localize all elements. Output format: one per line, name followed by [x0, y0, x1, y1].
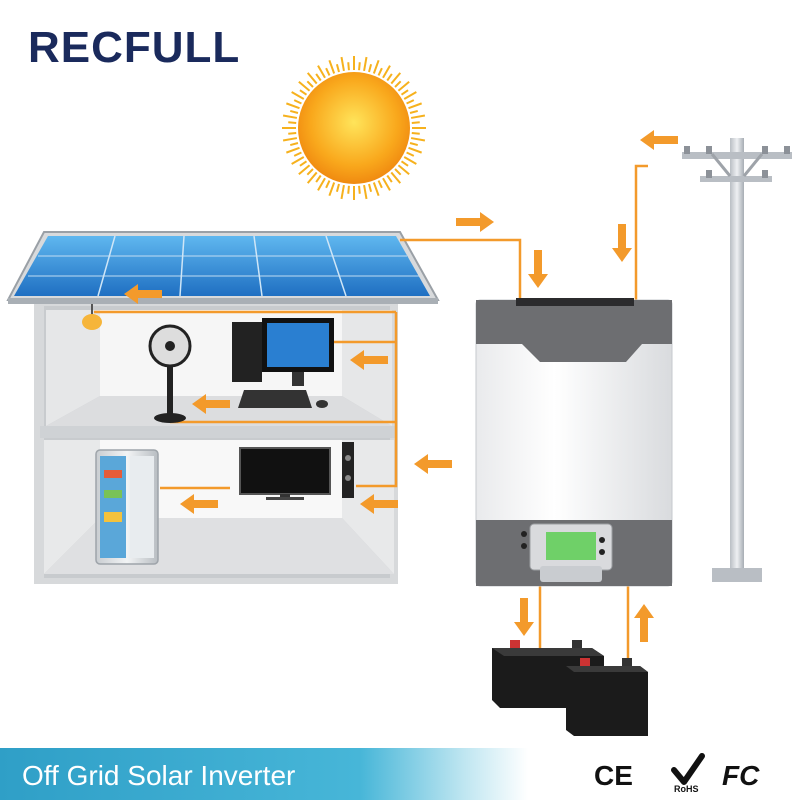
inverter-icon	[475, 298, 673, 587]
arrow-to-battery	[514, 598, 534, 636]
speaker-icon	[342, 442, 354, 498]
rohs-check-icon	[671, 753, 705, 785]
tv-icon	[239, 447, 331, 500]
utility-pole-icon	[682, 138, 792, 582]
computer-icon	[232, 318, 334, 408]
banner-title: Off Grid Solar Inverter	[22, 760, 296, 791]
bottom-banner	[0, 748, 800, 800]
arrow-panel-to-inverter	[456, 212, 494, 232]
arrow-from-grid	[640, 130, 678, 150]
brand-logo: RECFULL	[28, 23, 241, 72]
sun-icon	[282, 56, 426, 200]
arrow-down-grid-input	[612, 224, 632, 262]
rohs-label: RoHS	[674, 784, 699, 794]
wiring	[94, 164, 648, 664]
arrow-from-battery	[634, 604, 654, 642]
fan-icon	[148, 324, 192, 423]
arrow-from-inverter	[414, 454, 452, 474]
house	[34, 300, 398, 584]
ce-mark: CE	[594, 760, 633, 791]
solar-panel-icon	[6, 231, 440, 304]
battery-icon	[492, 640, 648, 736]
lamp-icon	[82, 304, 102, 330]
arrow-down-solar-input	[528, 250, 548, 288]
fc-mark: FC	[722, 760, 760, 791]
fridge-icon	[95, 449, 159, 565]
